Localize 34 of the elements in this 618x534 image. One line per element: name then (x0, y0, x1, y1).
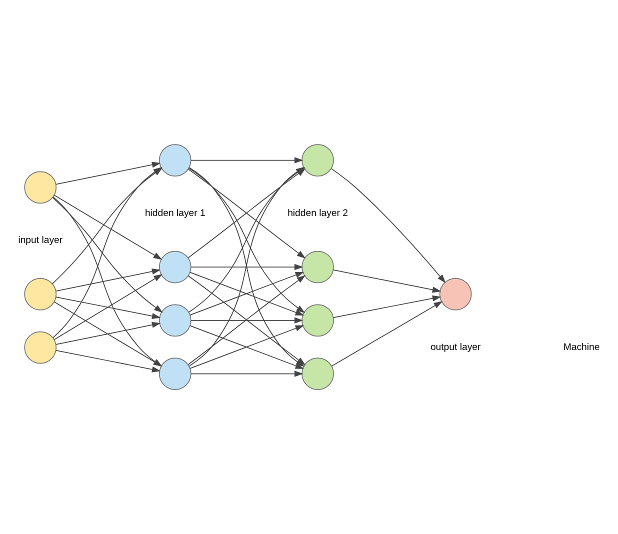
node-circle (24, 278, 57, 310)
arrow (56, 350, 161, 372)
node-circle (302, 358, 334, 390)
node-circle (158, 144, 192, 176)
arrow (190, 157, 304, 164)
node-circle (302, 304, 334, 337)
node-circle (302, 250, 334, 284)
arrow (333, 270, 442, 293)
label: hidden layer 1 (144, 208, 206, 220)
arrow (54, 194, 162, 260)
node-circle (158, 304, 192, 337)
arrow (190, 325, 304, 369)
arrow (190, 370, 304, 377)
label: hidden layer 2 (288, 208, 348, 220)
label: input layer (18, 235, 63, 246)
label: Machine (563, 342, 600, 353)
arrow (54, 274, 163, 340)
arrow (331, 301, 443, 367)
label: output layer (430, 342, 481, 353)
arrow (56, 322, 161, 345)
node-circle (302, 144, 334, 176)
arrow (56, 296, 161, 320)
node-circle (158, 358, 192, 390)
node-circle (158, 250, 192, 284)
node-circle (24, 331, 57, 364)
node-circle (24, 171, 57, 204)
node-circle (439, 278, 472, 310)
arrow (52, 197, 163, 313)
arrow (333, 295, 442, 318)
arrow (56, 162, 161, 185)
arrow (330, 168, 446, 284)
arrow (190, 264, 304, 270)
arrow (190, 317, 304, 324)
arrow (56, 268, 161, 292)
